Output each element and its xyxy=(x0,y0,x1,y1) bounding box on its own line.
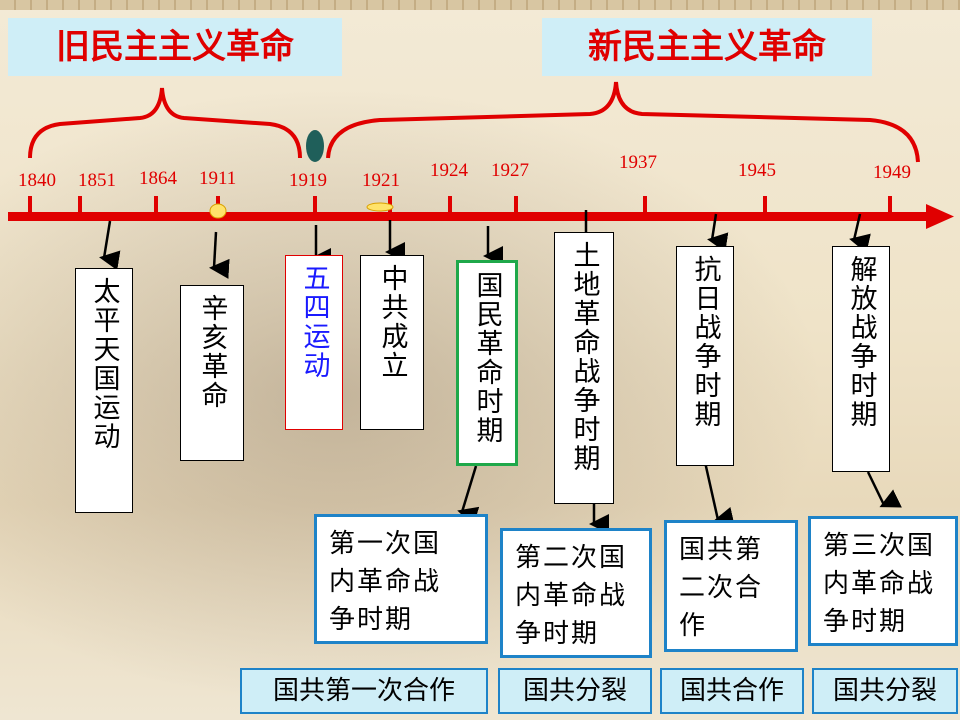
box-line: 内革命战 xyxy=(329,567,442,597)
event-arrows xyxy=(99,210,902,534)
year-label: 1921 xyxy=(362,170,400,191)
box-line: 内革命战 xyxy=(823,569,936,599)
event-box-wusi: 五四运动 xyxy=(285,255,343,430)
civil-war-box-third: 第三次国 内革命战 争时期 xyxy=(808,516,958,646)
year-label: 1937 xyxy=(619,152,657,173)
box-line: 第二次国 xyxy=(515,543,628,573)
relation-cooperation: 国共合作 xyxy=(660,668,804,714)
event-box-guomin: 国民革命时期 xyxy=(456,260,518,466)
year-label: 1927 xyxy=(491,160,529,181)
relation-split-1: 国共分裂 xyxy=(498,668,652,714)
year-label: 1851 xyxy=(78,170,116,191)
event-box-kangri: 抗日战争时期 xyxy=(676,246,734,466)
box-line: 争时期 xyxy=(515,619,600,649)
brace-divider-marker xyxy=(306,130,324,162)
box-line: 第一次国 xyxy=(329,529,442,559)
cooperation-box-second: 国共第 二次合 作 xyxy=(664,520,798,652)
box-line: 第三次国 xyxy=(823,531,936,561)
marker-1921 xyxy=(366,202,394,212)
year-label: 1949 xyxy=(873,162,911,183)
year-label: 1945 xyxy=(738,160,776,181)
year-label: 1911 xyxy=(199,168,237,189)
timeline-arrowhead xyxy=(926,204,954,229)
marker-1911 xyxy=(209,203,227,219)
event-box-xinhai: 辛亥革命 xyxy=(180,285,244,461)
header-old-democratic-revolution: 旧民主主义革命 xyxy=(8,18,342,76)
brace-new xyxy=(326,81,920,163)
decorative-top-band xyxy=(0,0,960,10)
box-line: 争时期 xyxy=(329,605,414,635)
civil-war-box-first: 第一次国 内革命战 争时期 xyxy=(314,514,488,644)
event-box-tudi: 土地革命战争时期 xyxy=(554,232,614,504)
year-label: 1864 xyxy=(139,168,177,189)
relation-first-cooperation: 国共第一次合作 xyxy=(240,668,488,714)
event-box-taiping: 太平天国运动 xyxy=(75,268,133,513)
brace-old xyxy=(28,87,302,159)
box-line: 作 xyxy=(679,611,708,641)
civil-war-box-second: 第二次国 内革命战 争时期 xyxy=(500,528,652,658)
header-new-democratic-revolution: 新民主主义革命 xyxy=(542,18,872,76)
timeline-axis xyxy=(8,212,930,221)
year-label: 1924 xyxy=(430,160,468,181)
box-line: 内革命战 xyxy=(515,581,628,611)
box-line: 二次合 xyxy=(679,573,764,603)
box-line: 国共第 xyxy=(679,535,764,565)
year-label: 1840 xyxy=(18,170,56,191)
event-box-jiefang: 解放战争时期 xyxy=(832,246,890,472)
relation-split-2: 国共分裂 xyxy=(812,668,958,714)
box-line: 争时期 xyxy=(823,607,908,637)
year-label: 1919 xyxy=(289,170,327,191)
event-box-zhonggong: 中共成立 xyxy=(360,255,424,430)
